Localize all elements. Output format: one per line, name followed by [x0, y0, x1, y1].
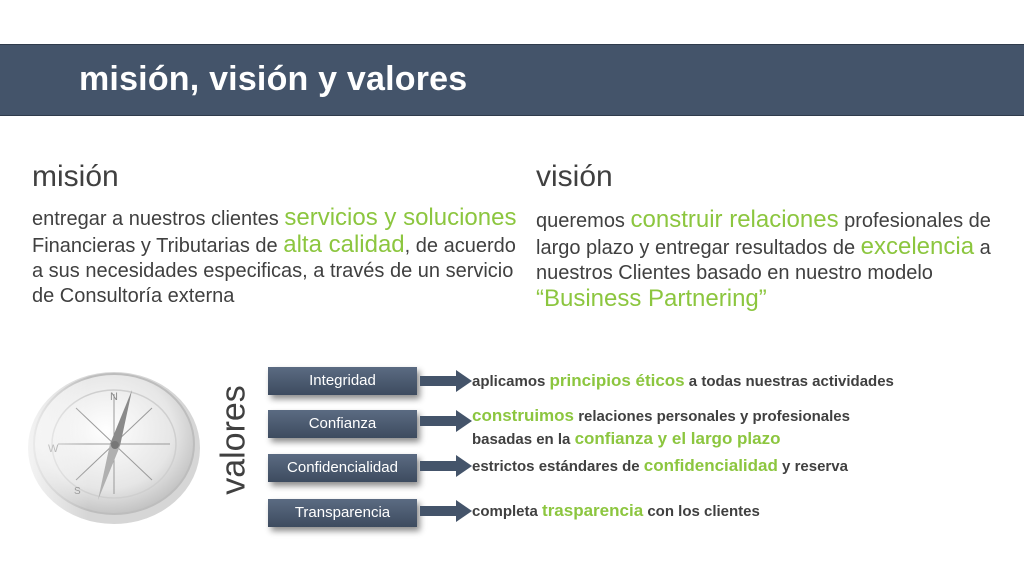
arrow-right-icon [420, 455, 472, 477]
mision-text-part2: Financieras y Tributarias de [32, 235, 284, 257]
arrow-right-icon [420, 500, 472, 522]
value-box-integridad: Integridad [268, 367, 417, 395]
desc-highlight: trasparencia [542, 501, 644, 520]
arrow-right-icon [420, 370, 472, 392]
desc-text: relaciones personales y profesionales [574, 408, 850, 425]
arrow-right-icon [420, 410, 472, 432]
desc-line-1: construimos relaciones personales y prof… [472, 405, 850, 428]
desc-text: aplicamos [472, 373, 550, 390]
header-band [0, 44, 1024, 116]
desc-highlight: confianza y el largo plazo [574, 429, 781, 448]
mision-highlight-calidad: alta calidad [283, 231, 405, 258]
vision-highlight-partnering: “Business Partnering” [536, 285, 767, 312]
desc-text: y reserva [777, 458, 848, 475]
value-desc-confianza: construimos relaciones personales y prof… [472, 405, 850, 451]
desc-text: completa [472, 503, 543, 520]
value-box-confidencialidad: Confidencialidad [268, 454, 417, 482]
vision-highlight-relaciones: construir relaciones [630, 206, 839, 233]
vision-text-part3: a nuestros Clientes basado en nuestro mo… [536, 237, 991, 284]
valores-label-text: valores [214, 385, 253, 495]
desc-highlight: principios éticos [549, 371, 685, 390]
vision-text-part2: profesionales de largo plazo y entregar … [536, 210, 991, 259]
desc-line-2: basadas en la confianza y el largo plazo [472, 428, 850, 451]
vision-text: queremos construir relaciones profesiona… [536, 207, 1006, 313]
vision-text-part1: queremos [536, 210, 631, 232]
compass-icon: N W S [14, 360, 200, 530]
desc-text: con los clientes [643, 503, 760, 520]
value-desc-transparencia: completa trasparencia con los clientes [472, 500, 760, 523]
mision-text: entregar a nuestros clientes servicios y… [32, 205, 522, 309]
desc-text: a todas nuestras actividades [684, 373, 894, 390]
desc-highlight: construimos [472, 406, 575, 425]
page-title: misión, visión y valores [79, 60, 468, 98]
vision-highlight-excelencia: excelencia [860, 233, 975, 260]
desc-text: estrictos estándares de [472, 458, 644, 475]
mision-heading: misión [32, 160, 119, 193]
value-box-transparencia: Transparencia [268, 499, 417, 527]
mision-text-part3: , de acuerdo a sus necesidades especific… [32, 235, 516, 307]
desc-highlight: confidencialidad [643, 456, 778, 475]
valores-label: valores [194, 380, 274, 500]
vision-heading: visión [536, 160, 613, 193]
mision-highlight-servicios: servicios y soluciones [284, 204, 517, 231]
desc-text: basadas en la [472, 431, 575, 448]
value-box-confianza: Confianza [268, 410, 417, 438]
value-desc-integridad: aplicamos principios éticos a todas nues… [472, 370, 894, 393]
mision-text-part1: entregar a nuestros clientes [32, 208, 285, 230]
value-desc-confidencialidad: estrictos estándares de confidencialidad… [472, 455, 848, 478]
